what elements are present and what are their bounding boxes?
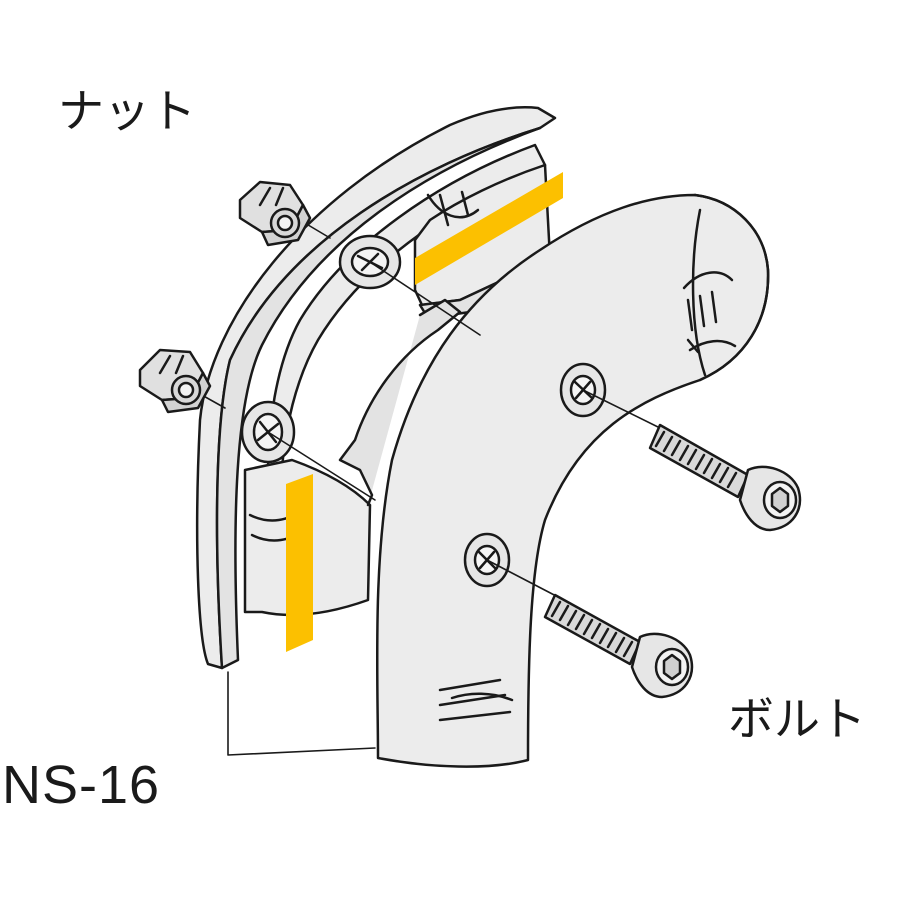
nut-lower [138,348,212,414]
nut-upper [238,180,312,247]
bolt-upper [648,423,802,532]
leader-line [227,671,376,756]
part-number-label: NS-16 [2,755,161,815]
elbow-body [375,193,770,768]
bolt-lower [543,593,694,699]
highlight-strip-lower [286,474,313,652]
highlight-strips [286,172,563,652]
outer-clamp-half [195,106,557,670]
highlight-strip-upper [415,172,563,285]
nut-label: ナット [58,84,196,138]
bolt-label: ボルト [728,692,866,746]
